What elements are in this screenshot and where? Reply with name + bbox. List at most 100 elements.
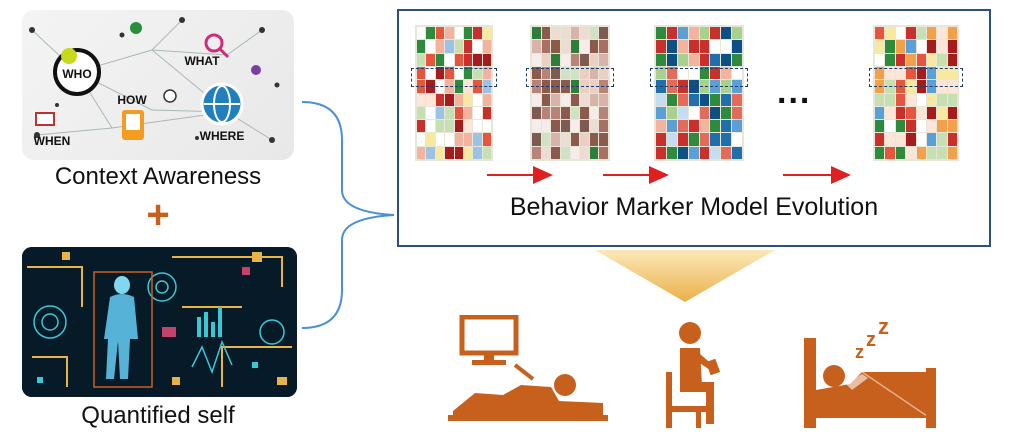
grid-cell — [710, 66, 721, 80]
grid-cell — [580, 106, 589, 120]
grid-cell — [732, 80, 742, 93]
grid-cell — [599, 27, 608, 40]
grid-cell — [875, 80, 885, 93]
grid-cell — [454, 66, 463, 80]
grid-cell — [926, 27, 937, 40]
grid-cell — [732, 40, 742, 53]
grid-cell — [688, 40, 699, 53]
context-awareness-image: WHO WHAT HOW WHEN WHERE — [22, 10, 294, 160]
ellipsis: ... — [777, 73, 812, 111]
marker-grid-3 — [650, 25, 748, 161]
grid-cell — [666, 133, 677, 146]
grid-cell — [688, 27, 699, 40]
grid-cell — [551, 40, 560, 53]
grid-cell — [532, 146, 541, 159]
grid-cell — [926, 106, 937, 120]
grid-cell — [732, 93, 742, 106]
grid-cell — [426, 80, 435, 93]
grid-cell — [580, 146, 589, 159]
grid-cell — [677, 133, 688, 146]
grid-cell — [599, 120, 608, 133]
grid-cell — [947, 106, 957, 120]
grid-cell — [937, 133, 947, 146]
grid-cell — [482, 66, 491, 80]
grid-cell — [916, 40, 926, 53]
grid-cell — [875, 66, 885, 80]
grid-cell — [875, 106, 885, 120]
marker-grid-4 — [869, 25, 963, 161]
grid-cell — [589, 133, 599, 146]
grid-cell — [551, 106, 560, 120]
grid-cell — [599, 146, 608, 159]
grid-cell — [426, 53, 435, 66]
grid-cell — [906, 106, 916, 120]
grid-cell — [699, 106, 710, 120]
grid-cell — [532, 53, 541, 66]
grid-cell — [589, 66, 599, 80]
grid-cell — [721, 106, 732, 120]
grid-cell — [589, 93, 599, 106]
grid-cell — [417, 106, 426, 120]
grid-cell — [463, 120, 473, 133]
grid-cell — [435, 66, 445, 80]
grid-cell — [688, 146, 699, 159]
grid-cell — [551, 133, 560, 146]
grid-cell — [699, 27, 710, 40]
word-who: WHO — [62, 67, 91, 81]
grid-cell — [699, 120, 710, 133]
grid-cell — [926, 53, 937, 66]
evolution-caption: Behavior Marker Model Evolution — [509, 193, 879, 221]
grid-cell — [426, 27, 435, 40]
grid-cell — [454, 120, 463, 133]
grid-cell — [599, 133, 608, 146]
grid-cell — [885, 80, 895, 93]
grid-cell — [560, 66, 570, 80]
grid-cell — [656, 66, 666, 80]
grid-cell — [463, 146, 473, 159]
grid-cell — [580, 27, 589, 40]
grid-cell — [699, 80, 710, 93]
grid-cell — [589, 40, 599, 53]
grid-cell — [473, 93, 482, 106]
grid-cell — [541, 27, 551, 40]
marker-grid-1 — [411, 25, 497, 161]
grid-cell — [589, 53, 599, 66]
grid-cell — [656, 93, 666, 106]
quantified-self-image — [22, 247, 297, 397]
grid-cell — [732, 133, 742, 146]
grid-cell — [560, 133, 570, 146]
grid-cell — [666, 93, 677, 106]
grid-cell — [463, 27, 473, 40]
grid-cell — [435, 53, 445, 66]
grid-cell — [699, 66, 710, 80]
grid-cell — [599, 106, 608, 120]
grid-cell — [435, 146, 445, 159]
watching-tv-lying-icon — [448, 315, 608, 421]
grid-cell — [445, 40, 454, 53]
grid-cell — [906, 80, 916, 93]
grid-cell — [710, 27, 721, 40]
grid-cell — [435, 27, 445, 40]
grid-cell — [895, 66, 906, 80]
grid-cell — [463, 53, 473, 66]
grid-cell — [906, 120, 916, 133]
grid-cell — [710, 80, 721, 93]
grid-cell — [532, 27, 541, 40]
grid-cell — [895, 93, 906, 106]
grid-cell — [688, 80, 699, 93]
grid-cell — [906, 93, 916, 106]
grid-cell — [417, 53, 426, 66]
grid-cell — [541, 40, 551, 53]
grid-cell — [916, 27, 926, 40]
grid-cell — [541, 120, 551, 133]
grid-cell — [551, 120, 560, 133]
grid-cell — [895, 106, 906, 120]
grid-cell — [532, 66, 541, 80]
grid-cell — [885, 93, 895, 106]
grid-cell — [677, 53, 688, 66]
grid-cell — [570, 66, 580, 80]
grid-cell — [454, 80, 463, 93]
grid-cell — [589, 146, 599, 159]
grid-cell — [473, 40, 482, 53]
grid-cell — [417, 40, 426, 53]
